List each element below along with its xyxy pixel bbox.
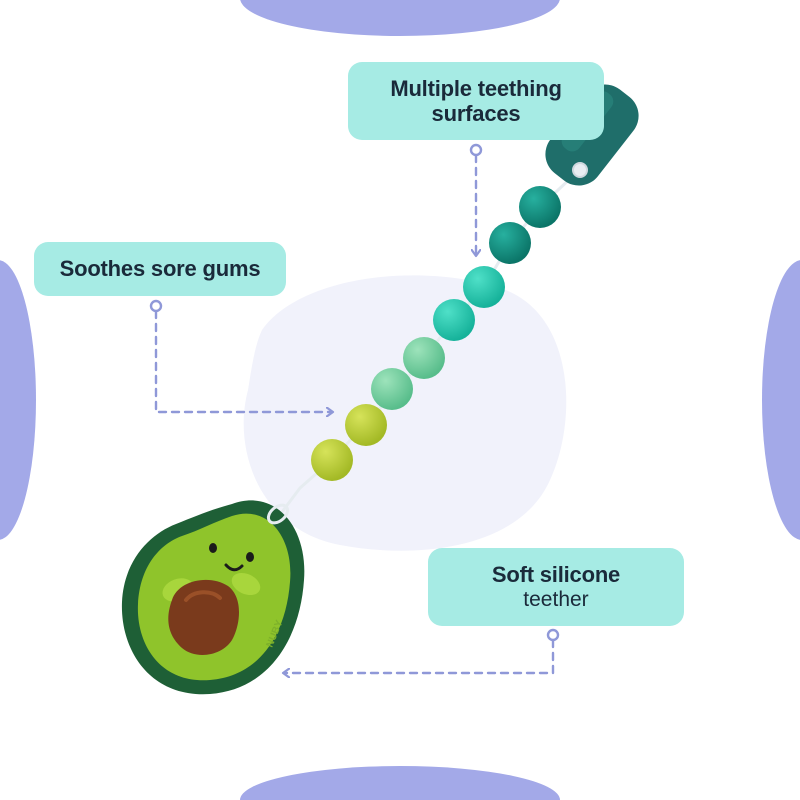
pointer-line-soft bbox=[284, 638, 555, 673]
pointer-dot-multiple bbox=[469, 143, 483, 157]
callout-multiple-line1: Multiple teething bbox=[390, 75, 562, 101]
pointer-lines bbox=[154, 153, 555, 673]
bead bbox=[311, 439, 353, 481]
decor-circle-bottom bbox=[240, 766, 560, 800]
pointer-dot-soft bbox=[546, 628, 560, 642]
callout-soft-silicone-teether: Soft silicone teether bbox=[428, 548, 684, 626]
decor-circle-left bbox=[0, 260, 36, 540]
pointer-line-soothes bbox=[154, 309, 332, 412]
bead bbox=[489, 222, 531, 264]
bead bbox=[403, 337, 445, 379]
eye-icon bbox=[209, 543, 217, 553]
bead bbox=[463, 266, 505, 308]
smile bbox=[224, 563, 244, 572]
pointer-dot-soothes bbox=[149, 299, 163, 313]
decor-circle-right bbox=[762, 260, 800, 540]
callout-soothes-text: Soothes sore gums bbox=[59, 256, 261, 282]
background-blob bbox=[243, 275, 567, 551]
bead bbox=[371, 368, 413, 410]
pointer-dots bbox=[149, 143, 560, 642]
bead bbox=[433, 299, 475, 341]
callout-multiple-teething-surfaces: Multiple teething surfaces bbox=[348, 62, 604, 140]
bead bbox=[519, 186, 561, 228]
callout-multiple-line2: surfaces bbox=[431, 101, 521, 126]
callout-soft-light: teether bbox=[523, 587, 589, 611]
bead bbox=[345, 404, 387, 446]
decor-circle-top bbox=[240, 0, 560, 36]
callout-soothes-sore-gums: Soothes sore gums bbox=[34, 242, 286, 296]
callout-soft-bold: Soft silicone bbox=[491, 562, 621, 588]
eye-icon bbox=[246, 552, 254, 562]
avocado-teether: NUBY bbox=[121, 500, 305, 695]
beads bbox=[311, 186, 561, 481]
